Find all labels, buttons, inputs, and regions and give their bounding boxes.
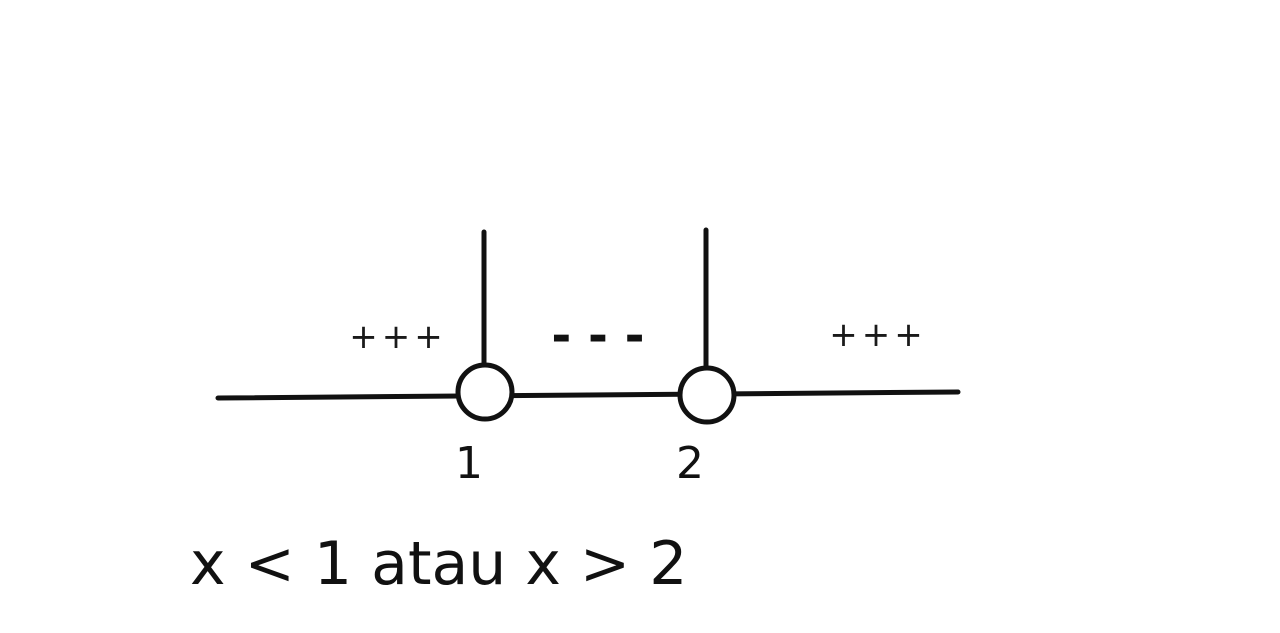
point-label-1: 1 [455, 438, 483, 489]
number-line [215, 389, 961, 401]
solution-text: x < 1 atau x > 2 [190, 529, 688, 599]
open-circle-point-1 [455, 362, 515, 422]
sign-middle: - - - [551, 308, 644, 364]
point-label-2: 2 [676, 438, 704, 489]
sign-left: +++ [349, 317, 446, 357]
sign-right: +++ [829, 315, 926, 355]
open-circle-point-2 [677, 365, 737, 425]
